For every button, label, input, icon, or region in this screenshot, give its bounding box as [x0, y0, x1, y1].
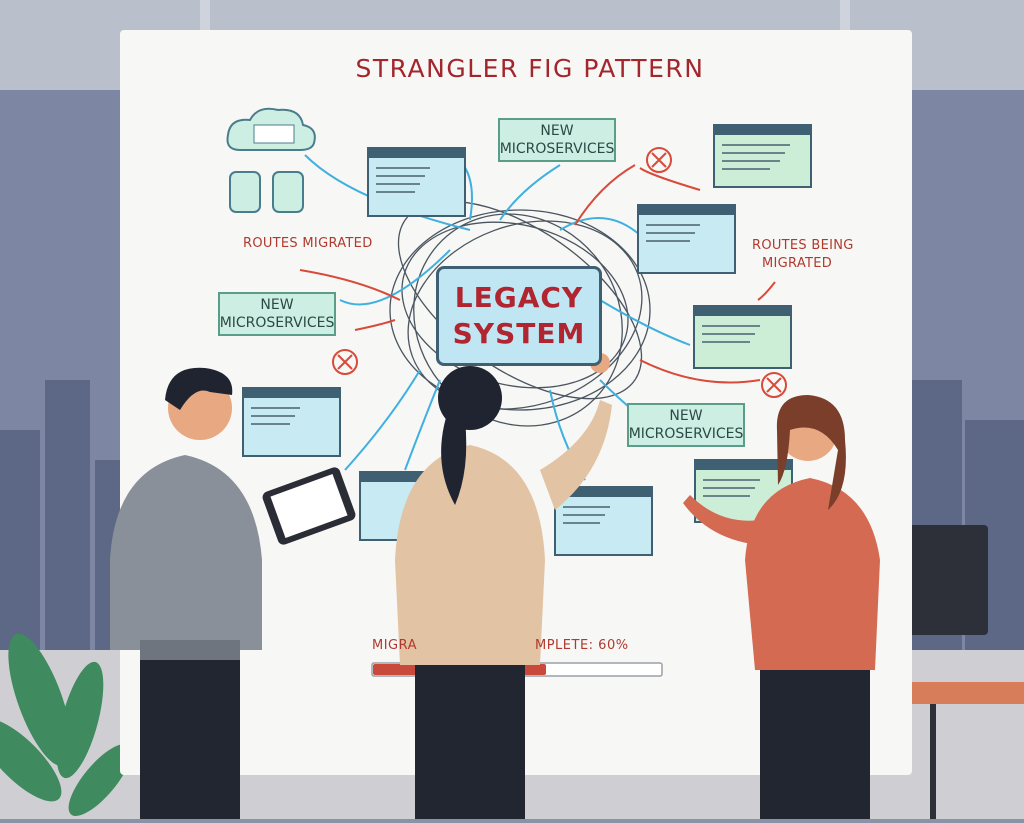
progress-label-right: MPLETE: 60% [535, 638, 629, 653]
window-text-lines [251, 144, 790, 524]
microservices-left-line2: MICROSERVICES [219, 315, 335, 331]
microservices-right-line2: MICROSERVICES [628, 426, 744, 442]
blocked-markers [332, 147, 787, 398]
microservices-top-line2: MICROSERVICES [499, 141, 615, 157]
microservices-box-top: NEW MICROSERVICES [498, 118, 616, 162]
progress-label-left: MIGRA [372, 638, 418, 653]
desk-leg [930, 704, 936, 819]
red-arrows [299, 164, 776, 384]
diagram-title: STRANGLER FIG PATTERN [355, 54, 705, 83]
cloud-database-icon [226, 107, 316, 213]
monitor [908, 525, 988, 635]
legacy-system-box: LEGACY SYSTEM [436, 266, 602, 366]
routes-being-migrated-label-1: ROUTES BEING [752, 238, 854, 253]
person-middle [395, 353, 612, 819]
routes-being-migrated-label-2: MIGRATED [762, 256, 833, 271]
person-right [683, 395, 880, 819]
microservices-box-right: NEW MICROSERVICES [627, 403, 745, 447]
person-left [110, 367, 356, 819]
microservices-left-line1: NEW [260, 297, 294, 313]
microservices-right-line1: NEW [669, 408, 703, 424]
legacy-line-2: SYSTEM [452, 317, 586, 350]
desk [912, 682, 1024, 704]
plant [0, 633, 132, 816]
routes-migrated-label: ROUTES MIGRATED [243, 236, 373, 251]
microservices-box-left: NEW MICROSERVICES [218, 292, 336, 336]
legacy-line-1: LEGACY [454, 281, 584, 314]
microservices-top-line1: NEW [540, 123, 574, 139]
